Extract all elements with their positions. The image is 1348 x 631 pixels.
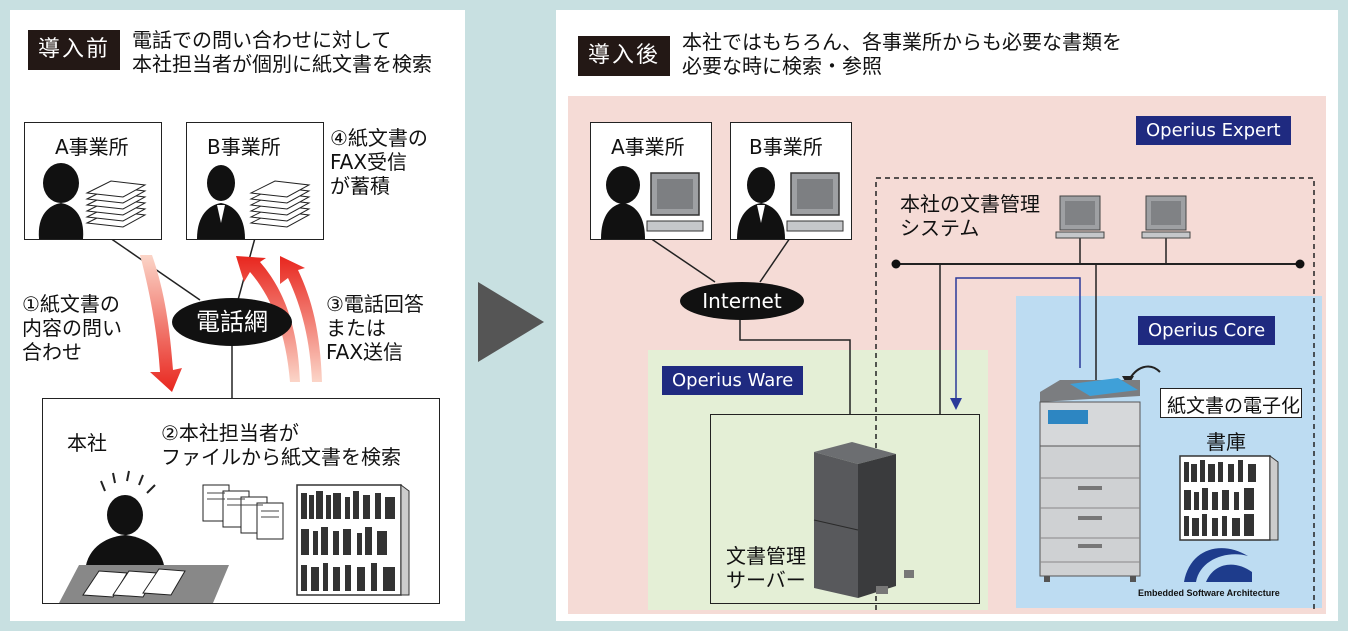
files-icon <box>202 484 284 540</box>
after-tag: 導入後 <box>578 36 671 76</box>
step1-label: ①紙文書の 内容の問い 合わせ <box>22 292 122 364</box>
before-tag: 導入前 <box>28 30 121 70</box>
after-office-a: A事業所 <box>590 122 712 240</box>
operius-ware-label: Operius Ware <box>662 366 804 395</box>
before-hq: 本社 ②本社担当者が ファイルから紙文書を検索 <box>42 398 440 604</box>
after-caption: 本社ではもちろん、各事業所からも必要な書類を 必要な時に検索・参照 <box>682 30 1122 78</box>
before-office-a-label: A事業所 <box>55 135 129 159</box>
internet-label: Internet <box>702 289 782 313</box>
step2-label: ②本社担当者が ファイルから紙文書を検索 <box>161 421 401 469</box>
digitize-label-box: 紙文書の電子化 <box>1160 388 1302 418</box>
internet-cloud: Internet <box>680 282 804 320</box>
fax-note: ④紙文書の FAX受信 が蓄積 <box>330 126 428 198</box>
before-office-b: B事業所 <box>186 122 324 240</box>
monitor-icon <box>1141 195 1191 239</box>
after-office-b: B事業所 <box>730 122 852 240</box>
operius-expert-label: Operius Expert <box>1136 116 1291 145</box>
before-hq-label: 本社 <box>67 431 107 455</box>
person-icon <box>38 163 84 239</box>
step3-label: ③電話回答 または FAX送信 <box>326 292 424 364</box>
worried-person-icon <box>59 470 229 603</box>
operius-core-label: Operius Core <box>1138 316 1276 345</box>
phone-network-label: 電話網 <box>196 308 268 336</box>
documents-icon <box>249 180 311 228</box>
server-label: 文書管理 サーバー <box>726 544 806 592</box>
documents-icon <box>85 180 147 228</box>
digitize-label: 紙文書の電子化 <box>1167 395 1301 417</box>
businessman-icon <box>197 165 245 239</box>
monitor-icon <box>1055 195 1105 239</box>
after-office-a-label: A事業所 <box>611 135 685 159</box>
after-office-b-label: B事業所 <box>749 135 823 159</box>
businessman-pc-icon <box>737 167 844 239</box>
esa-label: Embedded Software Architecture <box>1138 588 1280 598</box>
archive-label: 書庫 <box>1206 430 1246 454</box>
before-office-a: A事業所 <box>24 122 162 240</box>
server-box <box>710 414 980 604</box>
person-pc-icon <box>601 166 704 239</box>
before-caption: 電話での問い合わせに対して 本社担当者が個別に紙文書を検索 <box>132 28 432 76</box>
bookshelf-icon <box>296 484 410 596</box>
before-office-b-label: B事業所 <box>207 135 281 159</box>
phone-network: 電話網 <box>172 298 292 346</box>
hq-system-label: 本社の文書管理 システム <box>900 192 1040 240</box>
